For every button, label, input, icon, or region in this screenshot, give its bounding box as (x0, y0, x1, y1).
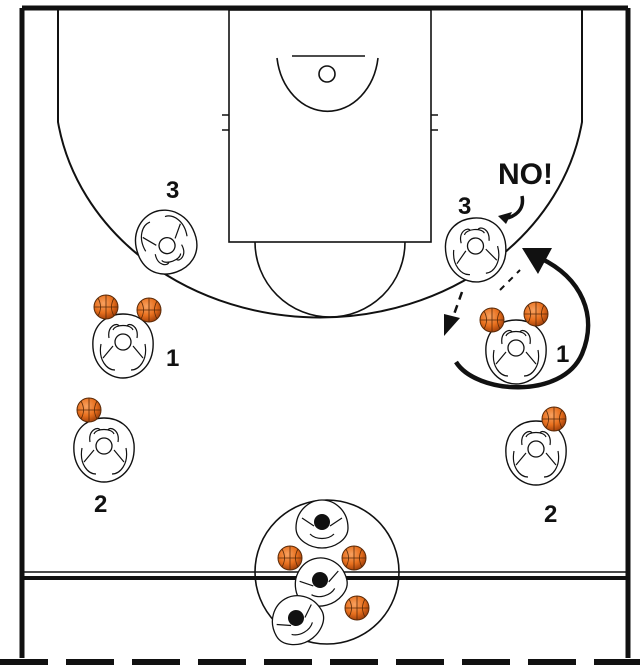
player-icon (73, 417, 135, 483)
player-number-right-corner: 2 (544, 501, 557, 528)
basketball-icon (341, 545, 367, 571)
player-number-left-wing-top: 3 (166, 177, 179, 204)
coach-icon (295, 499, 349, 549)
player-number-right-wing-top: 3 (458, 193, 471, 220)
basketball-icon (277, 545, 303, 571)
player-number-left-corner: 2 (94, 491, 107, 518)
basketball-icon (136, 297, 162, 323)
player-left-corner (73, 417, 135, 483)
player-icon (442, 214, 510, 286)
player-left-wing-top (125, 200, 206, 283)
basketball-icon (541, 406, 567, 432)
coach-top (295, 499, 349, 549)
basketball-icon (344, 595, 370, 621)
warning-label: NO! (498, 158, 553, 191)
basketball-icon (76, 397, 102, 423)
player-right-wing-top (442, 214, 510, 286)
player-icon (125, 200, 206, 283)
player-icon (92, 313, 154, 379)
arrow-icon (454, 255, 591, 390)
arrow-icon (450, 291, 464, 321)
basketball-icon (93, 294, 119, 320)
arrow-icon (507, 195, 525, 220)
basketball-icon (479, 307, 505, 333)
movement-arrows (444, 195, 591, 390)
basketball-icon (523, 301, 549, 327)
player-left-wing-mid (92, 313, 154, 379)
player-number-right-wing-mid: 1 (556, 341, 569, 368)
player-number-left-wing-mid: 1 (166, 345, 179, 372)
